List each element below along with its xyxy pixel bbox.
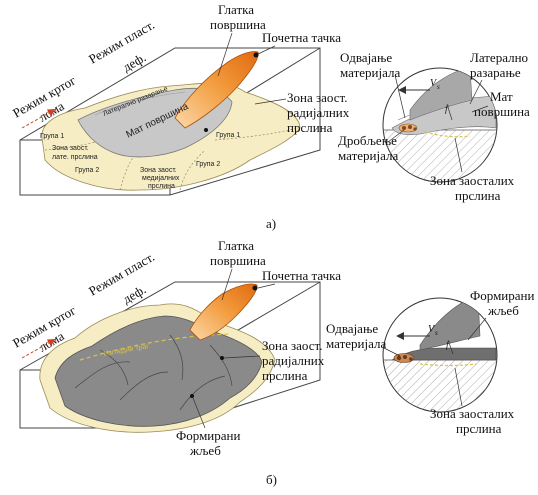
formed-groove-label: Формирани — [176, 428, 240, 443]
zone-residual-label-a-2: прслина — [455, 188, 501, 203]
panel-a: Режим кртог лома Режим пласт. деф. Латер… — [10, 2, 530, 231]
panel-a-caption: а) — [266, 216, 276, 231]
detachment-label-b: Одвајање — [326, 321, 378, 336]
start-point-label-b: Почетна тачка — [262, 268, 341, 283]
detail-circle-a: V s f — [380, 68, 500, 190]
panel-b-caption: б) — [266, 472, 277, 487]
mode-plastic-label-b-2: деф. — [120, 281, 148, 306]
svg-text:деф.: деф. — [120, 49, 148, 74]
smooth-surface-label: Глатка — [218, 2, 254, 17]
velocity-sub-b: s — [435, 329, 438, 337]
group2-right: Група 2 — [196, 161, 220, 168]
start-point-marker — [254, 53, 259, 58]
lateral-label: Латерално — [470, 50, 528, 65]
group2-left: Група 2 — [75, 167, 99, 174]
formed-groove-label-2: жљеб — [189, 443, 221, 458]
zone-residual-label-b: Зона заосталих — [430, 406, 515, 421]
start-point-label: Почетна тачка — [262, 30, 341, 45]
matte-label: Мат — [490, 89, 513, 104]
matte-label-2: површина — [474, 104, 530, 119]
zone-lat-cracks: Зона заост. — [52, 145, 89, 152]
crushing-label-2: материјала — [338, 148, 398, 163]
velocity-sub-a: s — [437, 83, 440, 91]
crushing-label: Дробљење — [338, 133, 397, 148]
zone-lat-cracks-2: лате. прслина — [52, 154, 98, 161]
smooth-surface-label-2: површина — [210, 17, 266, 32]
svg-text:деф.: деф. — [120, 281, 148, 306]
zone-residual-label-b-2: прслина — [456, 421, 502, 436]
mode-plastic-label-2: деф. — [120, 49, 148, 74]
group1-right: Група 1 — [216, 132, 240, 139]
zone-radial-label-b-3: прслина — [262, 368, 308, 383]
detachment-label-b-2: материјала — [326, 336, 386, 351]
smooth-surface-label-b-2: површина — [210, 253, 266, 268]
zone-radial-label: Зона заост. — [287, 90, 347, 105]
formed-groove-label-r: Формирани — [470, 288, 534, 303]
detachment-label-a: Одвајање — [340, 50, 392, 65]
panel-b: Изгледни траг Режим кртог лома Режим пла… — [10, 238, 534, 487]
zone-radial-label-b: Зона заост. — [262, 338, 322, 353]
formed-groove-label-r-2: жљеб — [487, 303, 519, 318]
zone-med-cracks-3: прслина — [148, 183, 175, 190]
group1-left: Група 1 — [40, 133, 64, 140]
smooth-surface-label-b: Глатка — [218, 238, 254, 253]
zone-radial-label-2: радијалних — [287, 105, 350, 120]
start-point-marker-b — [253, 286, 258, 291]
zone-med-cracks-2: медијалних — [142, 175, 180, 182]
detail-circle-b: V s f — [380, 296, 500, 420]
zone-med-cracks: Зона заост. — [140, 167, 177, 174]
zone-radial-label-b-2: радијалних — [262, 353, 325, 368]
detachment-label-a-2: материјала — [340, 65, 400, 80]
lateral-label-2: разарање — [470, 65, 521, 80]
zone-residual-label-a: Зона заосталих — [430, 173, 515, 188]
zone-radial-label-3: прслина — [287, 120, 333, 135]
